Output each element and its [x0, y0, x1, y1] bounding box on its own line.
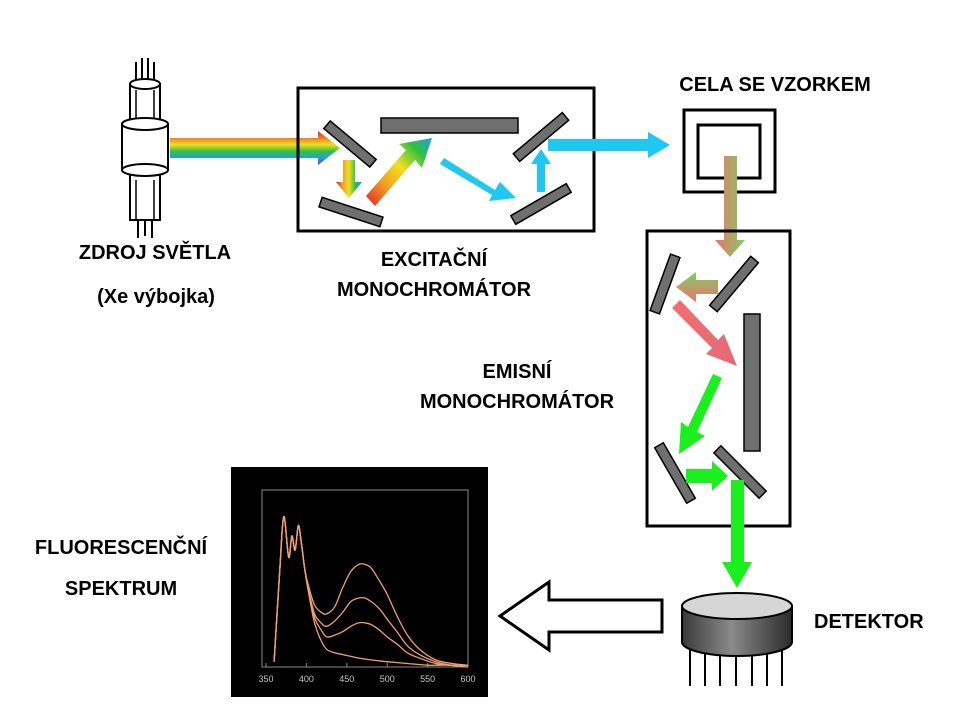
detector-icon [681, 592, 793, 686]
emission-monochromator-label-2: MONOCHROMÁTOR [419, 391, 615, 413]
excitation-beam-blue-diagonal [440, 158, 516, 201]
excitation-monochromator-label-2: MONOCHROMÁTOR [336, 279, 532, 301]
emission-monochromator-label-1: EMISNÍ [482, 361, 552, 383]
excitation-mirror-3 [512, 111, 570, 163]
emission-beam-diagonal [672, 300, 737, 366]
emission-beam-green-diagonal [679, 374, 722, 454]
excitation-mirror-1 [322, 119, 378, 169]
xe-lamp-icon [121, 58, 169, 238]
excitation-monochromator-box [296, 86, 596, 233]
emission-monochromator-box [645, 229, 792, 528]
x-tick-label: 350 [259, 674, 274, 684]
x-tick-label: 550 [420, 674, 435, 684]
output-arrow [497, 579, 664, 653]
emission-mirror-2 [708, 255, 760, 313]
detector-label: DETEKTOR [814, 611, 924, 633]
x-tick-label: 450 [339, 674, 354, 684]
sample-emission-arrow [715, 156, 745, 257]
emission-mirror-3 [653, 441, 697, 505]
spectrum-series-4 [273, 515, 469, 668]
light-source-sublabel: (Xe výbojka) [97, 286, 215, 308]
x-tick-label: 600 [460, 674, 475, 684]
sample-cell-icon [682, 108, 777, 194]
excitation-mirror-2 [318, 196, 384, 228]
excitation-beam-blue-up [531, 149, 551, 192]
x-tick-label: 400 [299, 674, 314, 684]
emission-beam-left [676, 272, 718, 302]
spectrum-chart: 350 400 450 500 550 600 [231, 467, 488, 697]
emission-output-beam [722, 480, 752, 588]
excitation-beam-diagonal [366, 138, 432, 206]
excitation-beam-down [336, 160, 362, 198]
excitation-grating [380, 117, 519, 134]
spectrum-label-1: FLUORESCENČNÍ [34, 537, 208, 559]
spectrum-label-2: SPEKTRUM [64, 578, 178, 600]
emission-mirror-1 [649, 253, 681, 315]
excitation-monochromator-label-1: EXCITAČNÍ [380, 249, 488, 271]
emission-beam-green-right [686, 461, 728, 491]
excitation-mirror-4 [509, 182, 573, 226]
excitation-output-beam [548, 132, 670, 158]
emission-mirror-4 [712, 444, 768, 500]
source-beam-arrow [170, 131, 340, 165]
sample-cell-label: CELA SE VZORKEM [679, 74, 871, 96]
x-tick-label: 500 [380, 674, 395, 684]
light-source-label: ZDROJ SVĚTLA [78, 242, 232, 264]
emission-grating [743, 313, 761, 452]
